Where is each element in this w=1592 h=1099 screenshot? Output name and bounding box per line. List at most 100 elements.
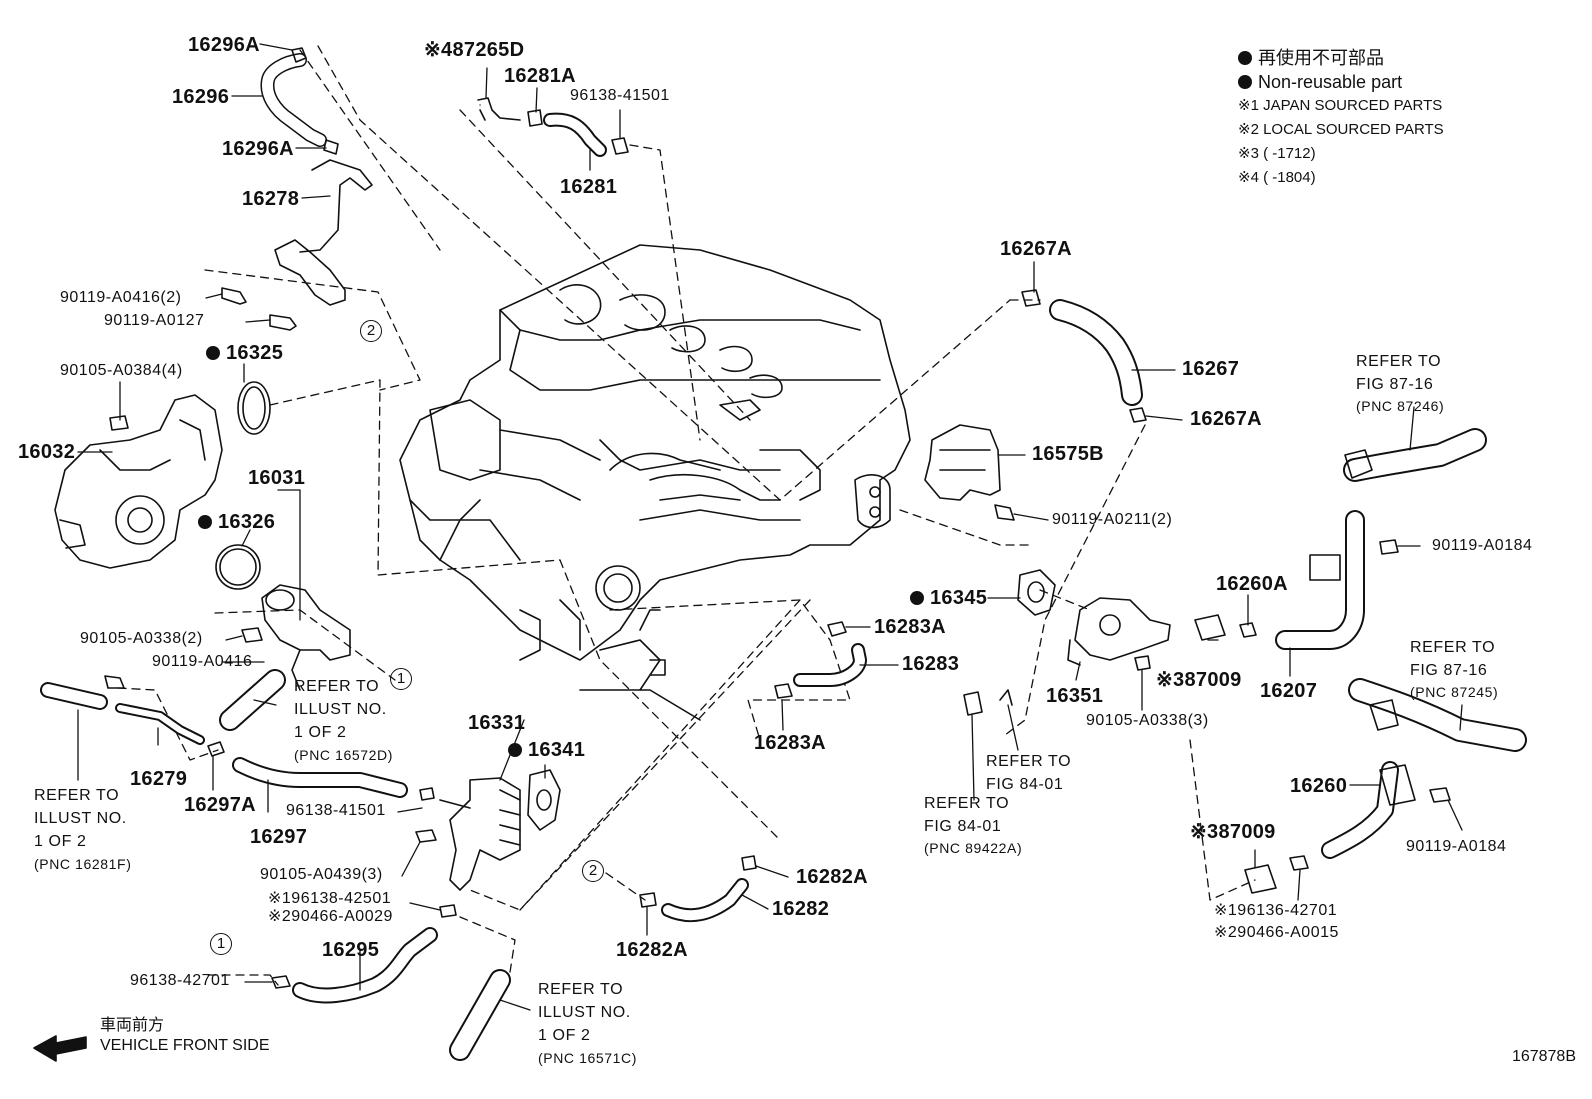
- part-label-16282A[interactable]: 16282A: [616, 939, 688, 961]
- vehicle-front-jp: 車両前方: [100, 1017, 165, 1034]
- refer-line: FIG 87-16: [1410, 662, 1488, 680]
- legend-note-1: ※1 JAPAN SOURCED PARTS: [1238, 97, 1443, 114]
- part-label-16331[interactable]: 16331: [468, 712, 526, 734]
- part-label-16260A[interactable]: 16260A: [1216, 573, 1288, 595]
- refer-line: FIG 84-01: [986, 776, 1064, 794]
- part-number-text: 16345: [930, 587, 988, 609]
- legend-note-2: ※2 LOCAL SOURCED PARTS: [1238, 121, 1444, 138]
- part-label-16295[interactable]: 16295: [322, 939, 380, 961]
- part-label-16326[interactable]: 16326: [198, 512, 275, 532]
- part-label-16267A[interactable]: 16267A: [1000, 238, 1072, 260]
- part-label-16283[interactable]: 16283: [902, 653, 960, 675]
- non-reusable-dot-icon: [198, 515, 212, 529]
- refer-line: REFER TO: [986, 753, 1072, 770]
- part-label-16351[interactable]: 16351: [1046, 685, 1104, 707]
- part-label-90105-A0384-4[interactable]: 90105-A0384(4): [60, 362, 183, 379]
- part-label-96136-42701[interactable]: ※196136-42701: [1214, 902, 1338, 919]
- part-label-16281[interactable]: 16281: [560, 176, 618, 198]
- refer-illust-16572D[interactable]: REFER TO ILLUST NO. 1 OF 2 (PNC 16572D): [294, 675, 393, 765]
- part-label-16575B[interactable]: 16575B: [1032, 443, 1104, 465]
- non-reusable-dot-icon: [508, 743, 522, 757]
- bracket-16575B: [924, 424, 1001, 501]
- refer-line: REFER TO: [538, 981, 624, 998]
- part-number-text: 16326: [218, 511, 276, 533]
- part-label-16031[interactable]: 16031: [248, 467, 306, 489]
- water-outlet-16351: [1067, 597, 1171, 666]
- part-label-16207[interactable]: 16207: [1260, 680, 1318, 702]
- part-number-text: 16325: [226, 342, 284, 364]
- part-label-16345[interactable]: 16345: [910, 588, 987, 608]
- part-label-87265D[interactable]: ※487265D: [424, 39, 525, 61]
- part-label-16282A[interactable]: 16282A: [796, 866, 868, 888]
- part-label-16341[interactable]: 16341: [508, 740, 585, 760]
- part-label-96138-41501[interactable]: 96138-41501: [286, 802, 386, 819]
- water-inlet-16031: [261, 584, 351, 661]
- refer-line: REFER TO: [34, 787, 120, 804]
- non-reusable-dot-icon: [206, 346, 220, 360]
- engine-block-outline: [399, 244, 911, 721]
- part-label-16278[interactable]: 16278: [242, 188, 300, 210]
- part-label-16283A[interactable]: 16283A: [754, 732, 826, 754]
- part-label-90105-A0338-3[interactable]: 90105-A0338(3): [1086, 712, 1209, 729]
- part-label-90119-A0211-2[interactable]: 90119-A0211(2): [1052, 511, 1173, 528]
- part-label-90119-A0416[interactable]: 90119-A0416: [152, 653, 253, 670]
- refer-line: ILLUST NO.: [294, 701, 387, 719]
- part-label-90119-A0127[interactable]: 90119-A0127: [104, 312, 205, 329]
- refer-fig-84-01-a[interactable]: REFER TO FIG 84-01: [986, 750, 1071, 796]
- part-label-90105-A0338-2[interactable]: 90105-A0338(2): [80, 630, 203, 647]
- part-label-16325[interactable]: 16325: [206, 343, 283, 363]
- part-label-16260[interactable]: 16260: [1290, 775, 1348, 797]
- part-label-16267A[interactable]: 16267A: [1190, 408, 1262, 430]
- refer-fig-87-16-top[interactable]: REFER TO FIG 87-16 (PNC 87246): [1356, 350, 1444, 417]
- part-label-16279[interactable]: 16279: [130, 768, 188, 790]
- part-label-90105-A0439-3[interactable]: 90105-A0439(3): [260, 866, 383, 883]
- connection-marker-1[interactable]: 1: [390, 668, 412, 690]
- part-label-96138-41501-top[interactable]: 96138-41501: [570, 87, 670, 104]
- refer-fig-84-01-b[interactable]: REFER TO FIG 84-01 (PNC 89422A): [924, 792, 1022, 859]
- part-label-96138-42501[interactable]: ※196138-42501: [268, 890, 392, 907]
- refer-line: REFER TO: [294, 678, 380, 695]
- refer-line: (PNC 87245): [1410, 684, 1499, 701]
- non-reusable-dot-icon: [910, 591, 924, 605]
- part-label-16283A[interactable]: 16283A: [874, 616, 946, 638]
- vehicle-front-indicator: 車両前方 VEHICLE FRONT SIDE: [100, 1016, 270, 1056]
- refer-line: REFER TO: [1356, 353, 1442, 370]
- front-arrow-outline: [33, 1035, 87, 1062]
- connection-marker-2[interactable]: 2: [360, 320, 382, 342]
- connection-marker-1[interactable]: 1: [210, 933, 232, 955]
- part-label-16296A[interactable]: 16296A: [222, 138, 294, 160]
- part-label-16297A[interactable]: 16297A: [184, 794, 256, 816]
- non-reusable-dot-icon: [1238, 75, 1252, 89]
- part-label-16032[interactable]: 16032: [18, 441, 76, 463]
- part-label-16297[interactable]: 16297: [250, 826, 308, 848]
- part-label-90466-A0029[interactable]: ※290466-A0029: [268, 908, 393, 925]
- part-label-16281A[interactable]: 16281A: [504, 65, 576, 87]
- part-label-16296A[interactable]: 16296A: [188, 34, 260, 56]
- refer-fig-87-16-mid[interactable]: REFER TO FIG 87-16 (PNC 87245): [1410, 636, 1498, 703]
- refer-line: ILLUST NO.: [34, 810, 127, 828]
- part-label-90119-A0184[interactable]: 90119-A0184: [1432, 537, 1533, 554]
- refer-line: (PNC 87246): [1356, 398, 1445, 415]
- part-label-90466-A0015[interactable]: ※290466-A0015: [1214, 924, 1339, 941]
- figure-code: 167878B: [1511, 1048, 1576, 1065]
- part-label-96138-42701[interactable]: 96138-42701: [130, 972, 230, 989]
- refer-line: FIG 84-01: [924, 818, 1002, 836]
- connection-marker-2[interactable]: 2: [582, 860, 604, 882]
- refer-illust-16571C[interactable]: REFER TO ILLUST NO. 1 OF 2 (PNC 16571C): [538, 978, 637, 1068]
- part-label-16282[interactable]: 16282: [772, 898, 830, 920]
- refer-line: ILLUST NO.: [538, 1004, 631, 1022]
- refer-illust-16281F[interactable]: REFER TO ILLUST NO. 1 OF 2 (PNC 16281F): [34, 784, 131, 874]
- part-label-16267[interactable]: 16267: [1182, 358, 1240, 380]
- part-label-90119-A0184-bottom[interactable]: 90119-A0184: [1406, 838, 1507, 855]
- refer-line: 1 OF 2: [34, 833, 87, 851]
- part-label-90119-A0416-2[interactable]: 90119-A0416(2): [60, 289, 182, 306]
- part-label-16296[interactable]: 16296: [172, 86, 230, 108]
- part-label-87009[interactable]: ※387009: [1156, 669, 1242, 691]
- refer-line: REFER TO: [1410, 639, 1496, 656]
- refer-line: 1 OF 2: [538, 1027, 591, 1045]
- part-label-87009-bottom[interactable]: ※387009: [1190, 821, 1276, 843]
- non-reusable-dot-icon: [1238, 51, 1252, 65]
- refer-line: REFER TO: [924, 795, 1010, 812]
